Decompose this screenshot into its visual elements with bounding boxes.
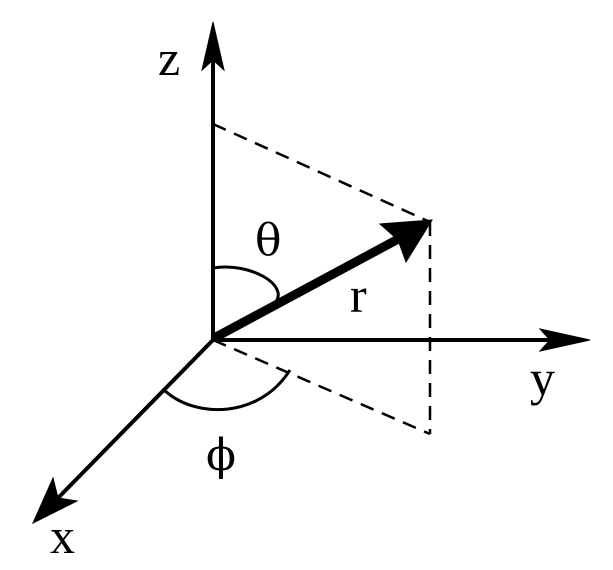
r-vector-arrowhead bbox=[378, 219, 433, 264]
z-axis-label: z bbox=[158, 30, 180, 86]
z-axis-arrowhead bbox=[201, 21, 225, 72]
theta-label: θ bbox=[255, 215, 282, 266]
xy-plane-projection-dashed-line bbox=[212, 338, 431, 436]
r-vector-label: r bbox=[350, 267, 367, 323]
phi-angle-arc bbox=[161, 369, 292, 412]
x-axis-arrowhead bbox=[31, 476, 79, 525]
theta-angle-arc bbox=[212, 265, 280, 304]
r-vector-line bbox=[211, 232, 407, 342]
z-projection-dashed-line bbox=[212, 122, 431, 224]
phi-label: ϕ bbox=[206, 430, 236, 481]
y-axis-arrowhead bbox=[538, 328, 591, 352]
x-axis-line bbox=[56, 338, 215, 500]
y-axis-label: y bbox=[530, 350, 555, 406]
x-axis-label: x bbox=[50, 508, 75, 564]
